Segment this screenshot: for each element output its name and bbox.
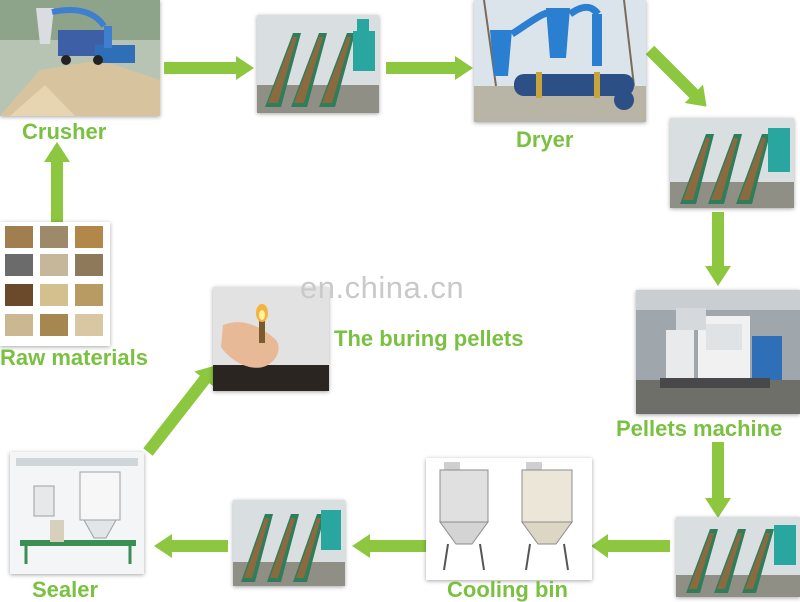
cooling-bin-label: Cooling bin: [447, 577, 568, 602]
crusher-label: Crusher: [22, 119, 107, 144]
arrow-left-3: [154, 534, 228, 558]
conveyor-photo-bottom: [233, 500, 345, 586]
crusher-photo: [0, 0, 160, 116]
arrow-up: [44, 142, 70, 222]
conveyor-photo-top: [257, 15, 379, 113]
arrow-diagonal-down-right: [645, 45, 707, 107]
pellets-machine-label: Pellets machine: [616, 416, 783, 441]
burning-pellets-label: The buring pellets: [334, 326, 524, 351]
burning-pellets-photo: [213, 287, 329, 391]
cooling-bin-photo: [426, 458, 592, 580]
arrow-down-2: [705, 442, 731, 518]
arrow-left-2: [352, 534, 428, 558]
raw-materials-label: Raw materials: [0, 345, 148, 370]
watermark: en.china.cn: [300, 270, 465, 305]
pellets-machine-photo: [636, 290, 800, 414]
sealer-label: Sealer: [32, 577, 99, 602]
dryer-photo: [474, 0, 646, 122]
sealer-photo: [10, 452, 144, 574]
arrow-right-2: [386, 56, 473, 80]
arrow-left-1: [591, 534, 670, 558]
dryer-label: Dryer: [516, 127, 574, 152]
arrow-down-1: [705, 212, 731, 286]
arrow-right-1: [164, 56, 254, 80]
raw-materials-photo: [0, 222, 110, 346]
conveyor-photo-right: [670, 118, 794, 208]
conveyor-photo-bottom-right: [676, 517, 800, 597]
